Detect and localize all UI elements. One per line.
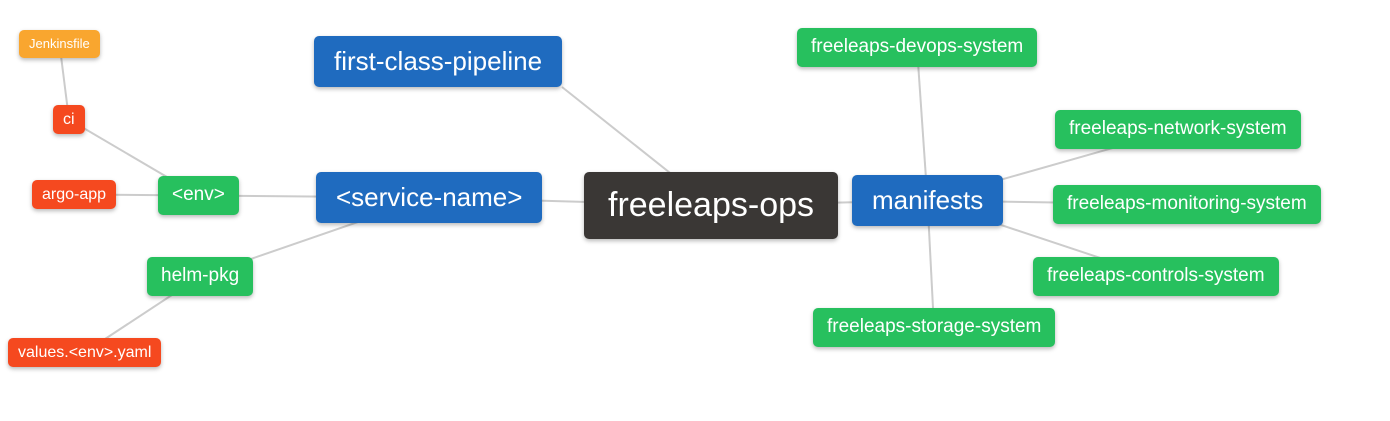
mindmap-node-helm-pkg[interactable]: helm-pkg — [147, 257, 254, 296]
mindmap-node-freeleaps-devops-system[interactable]: freeleaps-devops-system — [797, 28, 1038, 67]
mindmap-node-freeleaps-controls-system[interactable]: freeleaps-controls-system — [1033, 257, 1279, 296]
mindmap-node-values-env-yaml[interactable]: values.<env>.yaml — [8, 338, 162, 368]
mindmap-node-ci[interactable]: ci — [53, 105, 85, 135]
mindmap-node-freeleaps-ops[interactable]: freeleaps-ops — [584, 172, 839, 239]
mindmap-node-service-name[interactable]: <service-name> — [316, 172, 543, 224]
mindmap-node-first-class-pipeline[interactable]: first-class-pipeline — [314, 36, 563, 88]
mindmap-node-manifests[interactable]: manifests — [852, 175, 1004, 227]
mindmap-node-freeleaps-monitoring-system[interactable]: freeleaps-monitoring-system — [1053, 185, 1321, 224]
mindmap-node-env[interactable]: <env> — [158, 176, 239, 215]
mindmap-node-freeleaps-network-system[interactable]: freeleaps-network-system — [1055, 110, 1301, 149]
mindmap-node-jenkinsfile[interactable]: Jenkinsfile — [19, 30, 100, 58]
mindmap-node-freeleaps-storage-system[interactable]: freeleaps-storage-system — [813, 308, 1056, 347]
mindmap-node-argo-app[interactable]: argo-app — [32, 180, 117, 210]
